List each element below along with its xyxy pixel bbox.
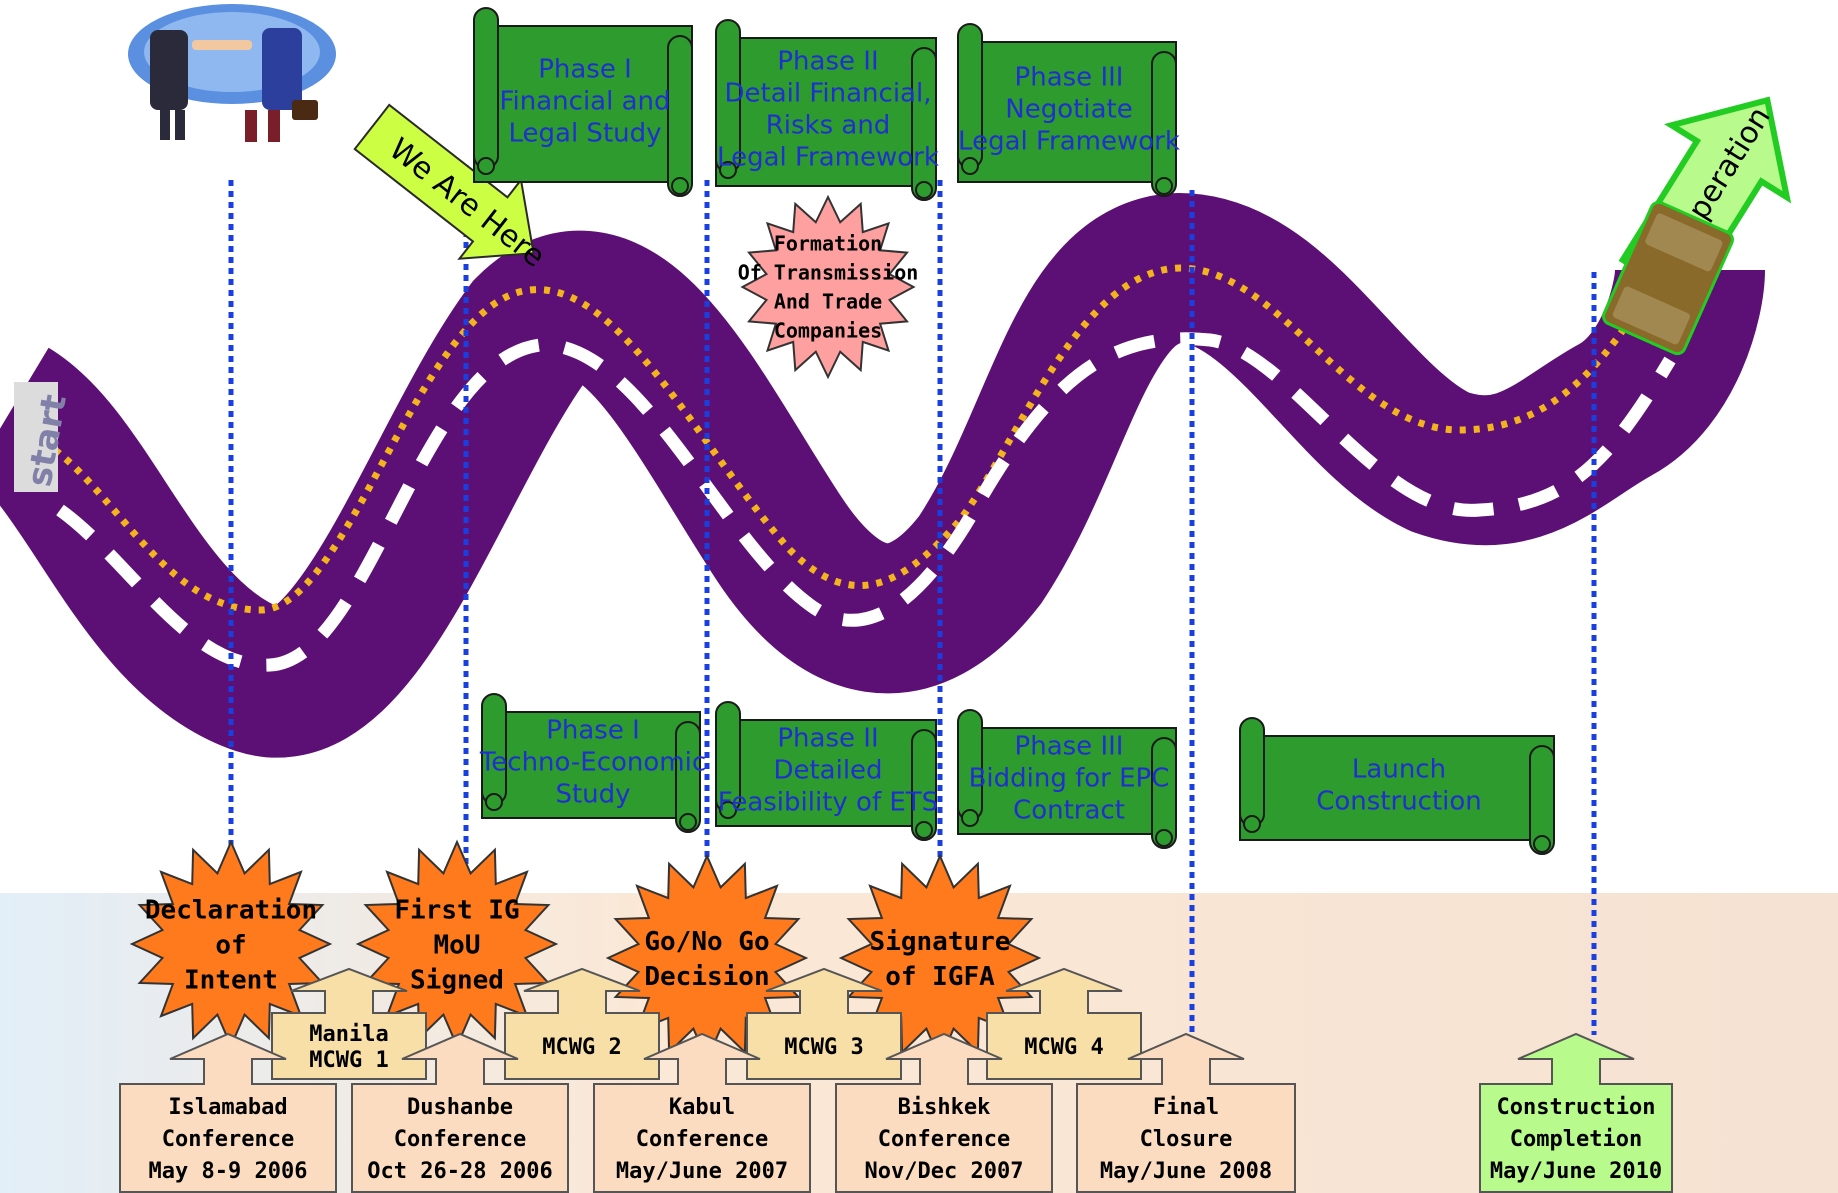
- milestone-starburst-line: MoU: [434, 930, 481, 960]
- conference-box-line: May/June 2010: [1490, 1159, 1662, 1184]
- formation-starburst-line: Companies: [774, 319, 882, 343]
- guide-lines: [228, 165, 1597, 1035]
- milestone-starburst-line: Signed: [410, 965, 504, 995]
- conference-box-line: Oct 26-28 2006: [367, 1159, 552, 1184]
- phase-scroll-top-line: Financial and: [499, 86, 670, 116]
- conference-box-line: Kabul: [669, 1095, 735, 1120]
- conference-box-line: Bishkek: [898, 1095, 991, 1120]
- formation-starburst-line: And Trade: [774, 290, 882, 314]
- phase-scroll-bottom-line: Techno-Economic: [479, 747, 706, 777]
- phase-scroll-bottom-line: Phase I: [546, 715, 640, 745]
- milestone-starburst-line: of: [215, 930, 246, 960]
- milestone-starburst: First IG MoU Signed: [355, 839, 559, 1049]
- conference-box-line: Completion: [1510, 1127, 1642, 1152]
- conference-box-line: Nov/Dec 2007: [865, 1159, 1024, 1184]
- mcwg-box-line: MCWG 1: [309, 1048, 388, 1073]
- milestone-starburst-line: Decision: [644, 962, 769, 992]
- conference-box-line: Conference: [878, 1127, 1010, 1152]
- mcwg-box-line: MCWG 3: [784, 1035, 863, 1060]
- conference-box-line: Closure: [1140, 1127, 1233, 1152]
- phase-scroll-bottom-line: Phase III: [1015, 731, 1124, 761]
- phase-scroll-bottom-line: Contract: [1013, 795, 1125, 825]
- milestone-starburst-line: Signature: [870, 927, 1011, 957]
- phase-scroll-top-line: Phase III: [1015, 62, 1124, 92]
- mcwg-box-line: MCWG 2: [542, 1035, 621, 1060]
- conference-box-line: Conference: [636, 1127, 768, 1152]
- milestone-starburst-line: of IGFA: [885, 962, 995, 992]
- phase-scroll-top-line: Detail Financial,: [725, 78, 932, 108]
- winding-road: [0, 192, 1765, 758]
- phase-scroll-bottom-line: Study: [555, 779, 630, 809]
- conference-box-line: Final: [1153, 1095, 1219, 1120]
- milestone-starburst: Signature of IGFA: [838, 853, 1042, 1063]
- phase-scroll-top-line: Phase I: [538, 54, 632, 84]
- mcwg-box: MCWG 4: [986, 967, 1142, 1080]
- mcwg-box: MCWG 3: [746, 967, 902, 1080]
- formation-starburst-line: Of Transmission: [738, 261, 919, 285]
- milestone-starburst-line: Go/No Go: [644, 927, 769, 957]
- conference-box-line: Dushanbe: [407, 1095, 513, 1120]
- conference-box-line: Islamabad: [168, 1095, 287, 1120]
- conference-box-line: May/June 2007: [616, 1159, 788, 1184]
- phase-scroll-bottom-line: Launch: [1352, 754, 1446, 784]
- milestone-starburst-line: Intent: [184, 965, 278, 995]
- mcwg-box-line: Manila: [309, 1022, 388, 1047]
- phase-scroll-bottom-line: Detailed: [773, 755, 882, 785]
- handshake-icon: [128, 4, 336, 142]
- conference-box-line: May 8-9 2006: [149, 1159, 308, 1184]
- phase-scroll-bottom-line: Construction: [1316, 786, 1482, 816]
- conference-box-line: Conference: [162, 1127, 294, 1152]
- phase-scroll-bottom-line: Phase II: [777, 723, 878, 753]
- milestone-starburst: Go/No Go Decision: [605, 853, 809, 1063]
- conference-box-line: Conference: [394, 1127, 526, 1152]
- phase-scroll-top-line: Phase II: [777, 46, 878, 76]
- conference-box-line: May/June 2008: [1100, 1159, 1272, 1184]
- formation-starburst-line: Formation: [774, 232, 882, 256]
- phase-scroll-top-line: Legal Framework: [958, 126, 1180, 156]
- mcwg-box: MCWG 2: [504, 967, 660, 1080]
- phase-scroll-bottom-line: Bidding for EPC: [969, 763, 1170, 793]
- start-sign: start: [14, 382, 75, 492]
- vehicle-icon: [1602, 200, 1734, 356]
- phase-scroll-top-line: Legal Framework: [717, 142, 939, 172]
- phase-scroll-bottom-line: Feasibility of ETS: [718, 787, 938, 817]
- phase-scroll-top-line: Risks and: [766, 110, 891, 140]
- conference-box-line: Construction: [1497, 1095, 1656, 1120]
- phase-scroll-top-line: Legal Study: [508, 118, 661, 148]
- milestone-starburst-line: First IG: [394, 895, 519, 925]
- mcwg-box-line: MCWG 4: [1024, 1035, 1103, 1060]
- milestone-starburst-line: Declaration: [145, 895, 317, 925]
- phase-scroll-top-line: Negotiate: [1005, 94, 1132, 124]
